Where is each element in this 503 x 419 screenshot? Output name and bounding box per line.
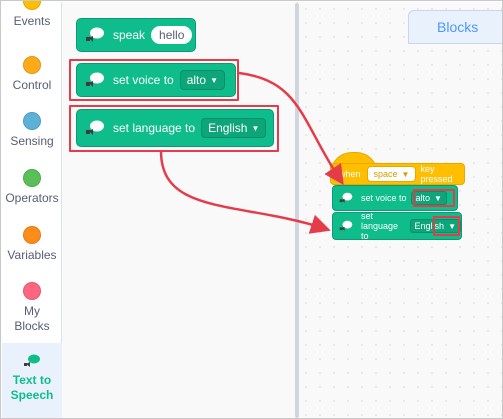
speak-block[interactable]: speak hello bbox=[76, 18, 196, 52]
category-label: Sensing bbox=[10, 134, 54, 148]
set-voice-label: set voice to bbox=[113, 73, 174, 87]
set-language-label: set language to bbox=[113, 121, 196, 135]
hat-prefix: when bbox=[339, 169, 361, 179]
hat-suffix: key pressed bbox=[420, 164, 453, 184]
caret-down-icon: ▼ bbox=[448, 221, 456, 231]
speaker-icon bbox=[339, 192, 353, 205]
variables-dot-icon bbox=[23, 226, 41, 244]
voice-dropdown-value: alto bbox=[186, 73, 207, 87]
operators-dot-icon bbox=[23, 169, 41, 187]
sensing-dot-icon bbox=[23, 112, 41, 130]
language-dropdown-value: English bbox=[208, 121, 248, 135]
speaker-icon bbox=[85, 71, 105, 89]
category-sensing[interactable]: Sensing bbox=[2, 112, 62, 149]
tab-blocks[interactable]: Blocks bbox=[408, 10, 502, 44]
category-control[interactable]: Control bbox=[2, 56, 62, 93]
speech-bubble-icon bbox=[23, 353, 41, 369]
category-label-line1: My bbox=[24, 304, 40, 318]
key-dropdown[interactable]: space▼ bbox=[366, 166, 417, 182]
category-operators[interactable]: Operators bbox=[2, 169, 62, 206]
voice-dropdown[interactable]: alto▼ bbox=[179, 70, 225, 90]
my-blocks-dot-icon bbox=[23, 282, 41, 300]
script-language-value: English bbox=[414, 221, 445, 231]
speak-label: speak bbox=[113, 28, 146, 42]
script-set-voice-block[interactable]: set voice to alto▼ bbox=[332, 185, 458, 211]
category-events[interactable]: Events bbox=[2, 1, 62, 29]
speaker-icon bbox=[85, 119, 105, 137]
key-dropdown-value: space bbox=[373, 169, 398, 179]
caret-down-icon: ▼ bbox=[401, 169, 410, 179]
script-voice-dropdown[interactable]: alto▼ bbox=[410, 191, 447, 205]
category-sidebar: Events Control Sensing Operators Variabl… bbox=[2, 1, 62, 418]
script-set-language-label: set language to bbox=[361, 211, 399, 241]
category-label-line2: Speech bbox=[10, 388, 54, 402]
caret-down-icon: ▼ bbox=[434, 193, 442, 203]
set-voice-block[interactable]: set voice to alto▼ bbox=[76, 63, 236, 97]
when-key-pressed-block[interactable]: when space▼ key pressed bbox=[330, 163, 465, 185]
category-label: Control bbox=[12, 78, 52, 92]
speak-text-input[interactable]: hello bbox=[151, 26, 193, 44]
events-dot-icon bbox=[23, 1, 41, 10]
category-label: Events bbox=[13, 14, 51, 28]
language-dropdown[interactable]: English▼ bbox=[201, 118, 267, 138]
speaker-icon bbox=[339, 220, 353, 233]
caret-down-icon: ▼ bbox=[210, 75, 218, 85]
category-label-line2: Blocks bbox=[14, 319, 50, 333]
script-voice-value: alto bbox=[415, 193, 431, 203]
caret-down-icon: ▼ bbox=[251, 123, 260, 133]
category-label-line1: Text to bbox=[12, 373, 52, 387]
script-language-dropdown[interactable]: English▼ bbox=[409, 219, 461, 233]
script-set-language-block[interactable]: set language to English▼ bbox=[332, 211, 462, 241]
category-my-blocks[interactable]: My Blocks bbox=[2, 282, 62, 334]
category-label: Operators bbox=[5, 191, 59, 205]
category-text-to-speech[interactable]: Text to Speech bbox=[2, 343, 62, 418]
category-label: Variables bbox=[7, 248, 57, 262]
set-language-block[interactable]: set language to English▼ bbox=[76, 109, 274, 147]
script-set-voice-label: set voice to bbox=[361, 193, 407, 203]
control-dot-icon bbox=[23, 56, 41, 74]
speaker-icon bbox=[85, 26, 105, 44]
category-variables[interactable]: Variables bbox=[2, 226, 62, 263]
